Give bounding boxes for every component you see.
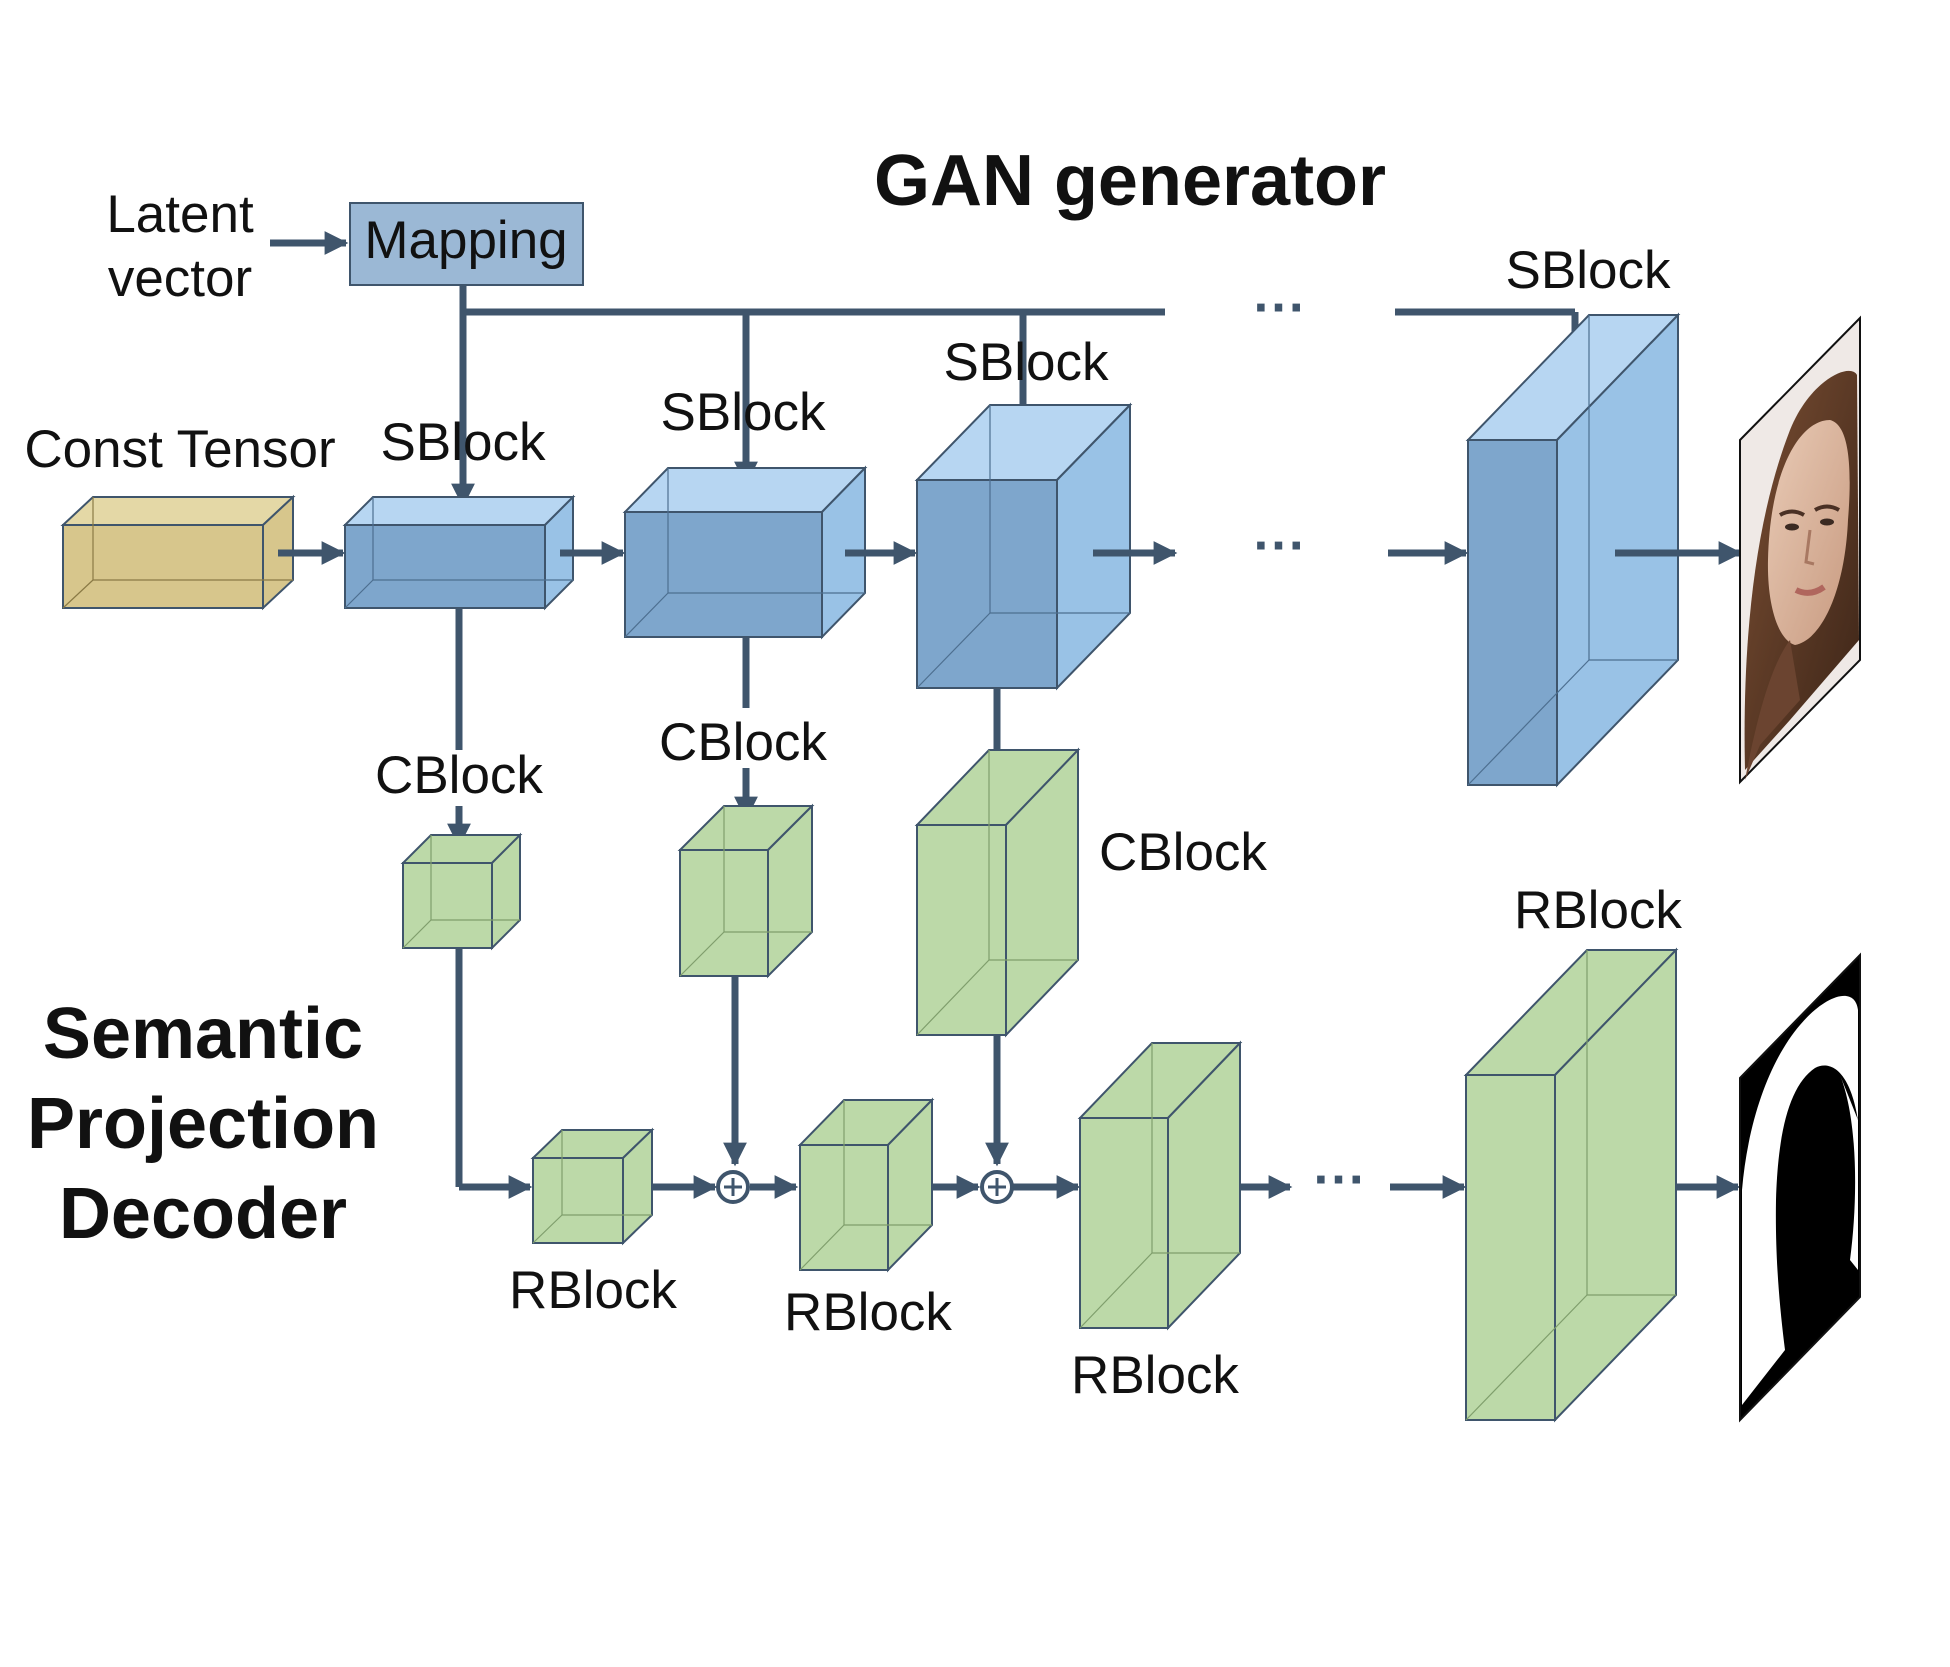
const-tensor-block bbox=[60, 494, 296, 611]
rblock-final bbox=[1463, 947, 1679, 1423]
output-mask-image bbox=[1739, 952, 1861, 1423]
rblock-3 bbox=[1077, 1040, 1243, 1331]
latent-vector-label-line-2: vector bbox=[108, 249, 252, 308]
latent-vector-label-line-1: Latent bbox=[106, 185, 254, 244]
rblock-1 bbox=[530, 1127, 655, 1246]
decoder-title-line-2: Projection bbox=[27, 1084, 379, 1164]
output-face-image bbox=[1739, 315, 1861, 785]
gan-generator-title: GAN generator bbox=[874, 141, 1386, 221]
rblock-2-label: RBlock bbox=[784, 1283, 952, 1342]
cblock-3 bbox=[914, 747, 1081, 1038]
const-tensor-label: Const Tensor bbox=[24, 420, 335, 479]
sum-node-2 bbox=[980, 1170, 1014, 1204]
rblock-3-label: RBlock bbox=[1071, 1346, 1239, 1405]
rblock-2 bbox=[797, 1097, 935, 1273]
decoder-title-line-3: Decoder bbox=[59, 1174, 347, 1254]
sblock-1-label: SBlock bbox=[381, 413, 546, 472]
rblock-1-label: RBlock bbox=[509, 1261, 677, 1320]
sblock-3-label: SBlock bbox=[944, 333, 1109, 392]
rblock-final-label: RBlock bbox=[1514, 881, 1682, 940]
sblock-2-label: SBlock bbox=[661, 383, 826, 442]
sblock-final-label: SBlock bbox=[1506, 241, 1671, 300]
sblock-2 bbox=[622, 465, 868, 640]
decoder-title-line-1: Semantic bbox=[43, 994, 363, 1074]
mapping-label: Mapping bbox=[364, 211, 567, 270]
cblock-1 bbox=[400, 832, 523, 951]
cblock-2-label: CBlock bbox=[659, 713, 827, 772]
style-bus bbox=[451, 285, 1587, 508]
cblock-3-label: CBlock bbox=[1099, 823, 1267, 882]
sum-node-1 bbox=[716, 1170, 750, 1204]
bus-ellipsis: ··· bbox=[1254, 278, 1307, 337]
sblock-1 bbox=[342, 494, 576, 611]
generator-ellipsis: ··· bbox=[1254, 516, 1307, 575]
cblock-1-label: CBlock bbox=[375, 746, 543, 805]
cblock-2 bbox=[677, 803, 815, 979]
sblock-3 bbox=[914, 402, 1133, 691]
decoder-ellipsis: ··· bbox=[1314, 1150, 1367, 1209]
